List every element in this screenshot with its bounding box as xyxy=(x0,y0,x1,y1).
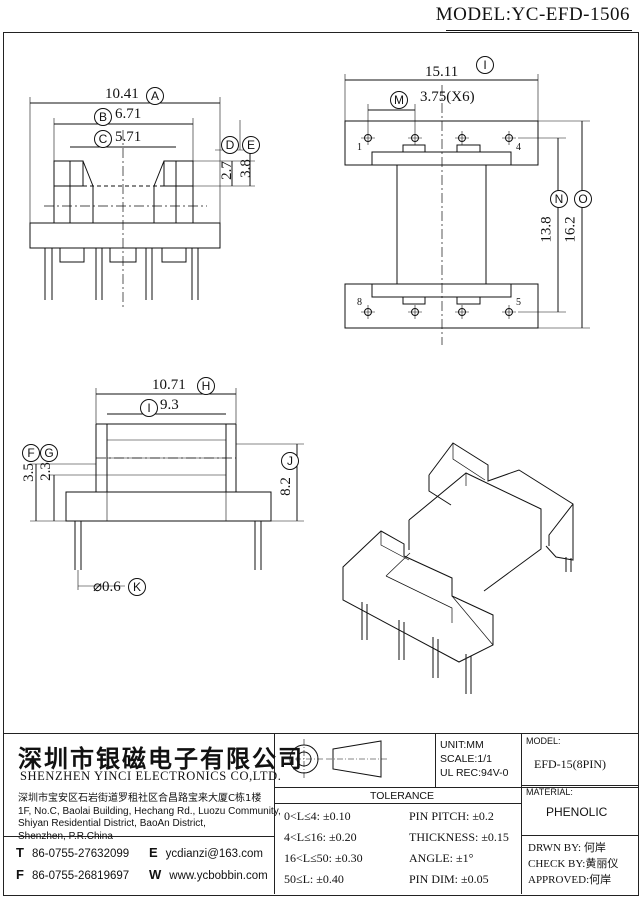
unit-label: UNIT:MM xyxy=(440,739,484,751)
tolerance-range-3: 16<L≤50: ±0.30 xyxy=(284,851,363,865)
dim-n-value: 13.8 xyxy=(538,216,555,243)
pin-label-5: 5 xyxy=(516,297,521,308)
drawing-frame xyxy=(3,32,639,896)
email-label: E xyxy=(149,845,158,860)
address-en-line-2: Shiyan Residential District, BaoAn Distr… xyxy=(18,818,206,829)
top-view xyxy=(344,74,590,345)
scale-label: SCALE:1/1 xyxy=(440,753,492,765)
dim-m-tag: M xyxy=(390,91,408,109)
dim-i-side-value: 9.3 xyxy=(160,397,179,413)
contact-fax: F 86-0755-26819697 xyxy=(16,867,129,882)
dim-i-top-tag: I xyxy=(476,56,494,74)
dim-i-side-tag: I xyxy=(140,399,158,417)
dim-b-tag: B xyxy=(94,108,112,126)
pin-holes xyxy=(361,131,516,319)
tolerance-pin-dim: PIN DIM: ±0.05 xyxy=(409,872,489,886)
tolerance-range-4: 50≤L: ±0.40 xyxy=(284,872,344,886)
tolerance-pin-pitch: PIN PITCH: ±0.2 xyxy=(409,809,494,823)
dim-f-tag: F xyxy=(22,444,40,462)
model-value: EFD-15(8PIN) xyxy=(534,757,606,771)
dim-j-tag: J xyxy=(281,452,299,470)
dim-k-tag: K xyxy=(128,578,146,596)
dim-a-value: 10.41 xyxy=(105,86,139,102)
dim-c-value: 5.71 xyxy=(115,129,142,145)
dim-j-value: 8.2 xyxy=(277,477,294,496)
pin-label-8: 8 xyxy=(357,297,362,308)
dim-d-tag: D xyxy=(221,136,239,154)
side-view xyxy=(30,388,304,590)
dim-b-value: 6.71 xyxy=(115,106,142,122)
tel-label: T xyxy=(16,845,24,860)
isometric-view xyxy=(342,442,574,694)
tolerance-thickness: THICKNESS: ±0.15 xyxy=(409,830,509,844)
web-label: W xyxy=(149,867,162,882)
front-view xyxy=(29,97,255,310)
model-title-underline xyxy=(446,30,632,31)
fax-value: 86-0755-26819697 xyxy=(31,870,130,882)
dim-e-value: 3.8 xyxy=(237,159,254,178)
company-name-en: SHENZHEN YINCI ELECTRONICS CO,LTD. xyxy=(20,769,282,783)
dim-c-tag: C xyxy=(94,130,112,148)
title-block: 深圳市银磁电子有限公司 SHENZHEN YINCI ELECTRONICS C… xyxy=(4,733,638,894)
dim-f-value: 3.5 xyxy=(20,463,37,482)
web-value: www.ycbobbin.com xyxy=(169,870,268,882)
tel-value: 86-0755-27632099 xyxy=(31,848,130,860)
model-title: MODEL:YC-EFD-1506 xyxy=(435,4,630,25)
ul-rec-label: UL REC:94V-0 xyxy=(440,767,509,779)
model-label: MODEL: xyxy=(526,736,561,746)
fax-label: F xyxy=(16,867,24,882)
company-name-cn: 深圳市银磁电子有限公司 xyxy=(18,745,304,773)
tolerance-angle: ANGLE: ±1° xyxy=(409,851,474,865)
checked-by: CHECK BY:黄丽仪 xyxy=(528,858,619,870)
dim-n-tag: N xyxy=(550,190,568,208)
address-en-line-3: Shenzhen, P.R.China xyxy=(18,830,113,842)
material-value: PHENOLIC xyxy=(546,805,608,819)
dim-g-value: 2.3 xyxy=(37,462,54,481)
dim-a-tag: A xyxy=(146,87,164,105)
company-address: 深圳市宝安区石岩街道罗租社区合昌路宝来大厦C栋1楼 1F, No.C, Baol… xyxy=(18,793,281,843)
material-label: MATERIAL: xyxy=(526,787,573,797)
email-value: ycdianzi@163.com xyxy=(165,848,264,860)
tolerance-range-2: 4<L≤16: ±0.20 xyxy=(284,830,357,844)
dim-m-value: 3.75(X6) xyxy=(420,89,475,105)
dim-g-tag: G xyxy=(40,444,58,462)
contact-tel: T 86-0755-27632099 xyxy=(16,845,129,860)
dim-h-tag: H xyxy=(197,377,215,395)
projection-symbol-icon xyxy=(284,739,388,779)
drawn-by: DRWN BY: 何岸 xyxy=(528,842,606,854)
pin-label-1: 1 xyxy=(357,142,362,153)
dim-d-value: 2.7 xyxy=(218,161,235,180)
dim-h-value: 10.71 xyxy=(152,377,186,393)
address-cn: 深圳市宝安区石岩街道罗租社区合昌路宝来大厦C栋1楼 xyxy=(18,793,262,804)
dim-i-top-value: 15.11 xyxy=(425,64,459,80)
dim-o-value: 16.2 xyxy=(562,216,579,243)
dim-o-tag: O xyxy=(574,190,592,208)
address-en-line-1: 1F, No.C, Baolai Building, Hechang Rd., … xyxy=(18,805,281,817)
dim-k-value: ⌀0.6 xyxy=(93,579,121,595)
dim-e-tag: E xyxy=(242,136,260,154)
approved-by: APPROVED:何岸 xyxy=(528,874,612,886)
tolerance-heading: TOLERANCE xyxy=(370,790,434,802)
pin-label-4: 4 xyxy=(516,142,521,153)
tolerance-range-1: 0<L≤4: ±0.10 xyxy=(284,809,351,823)
